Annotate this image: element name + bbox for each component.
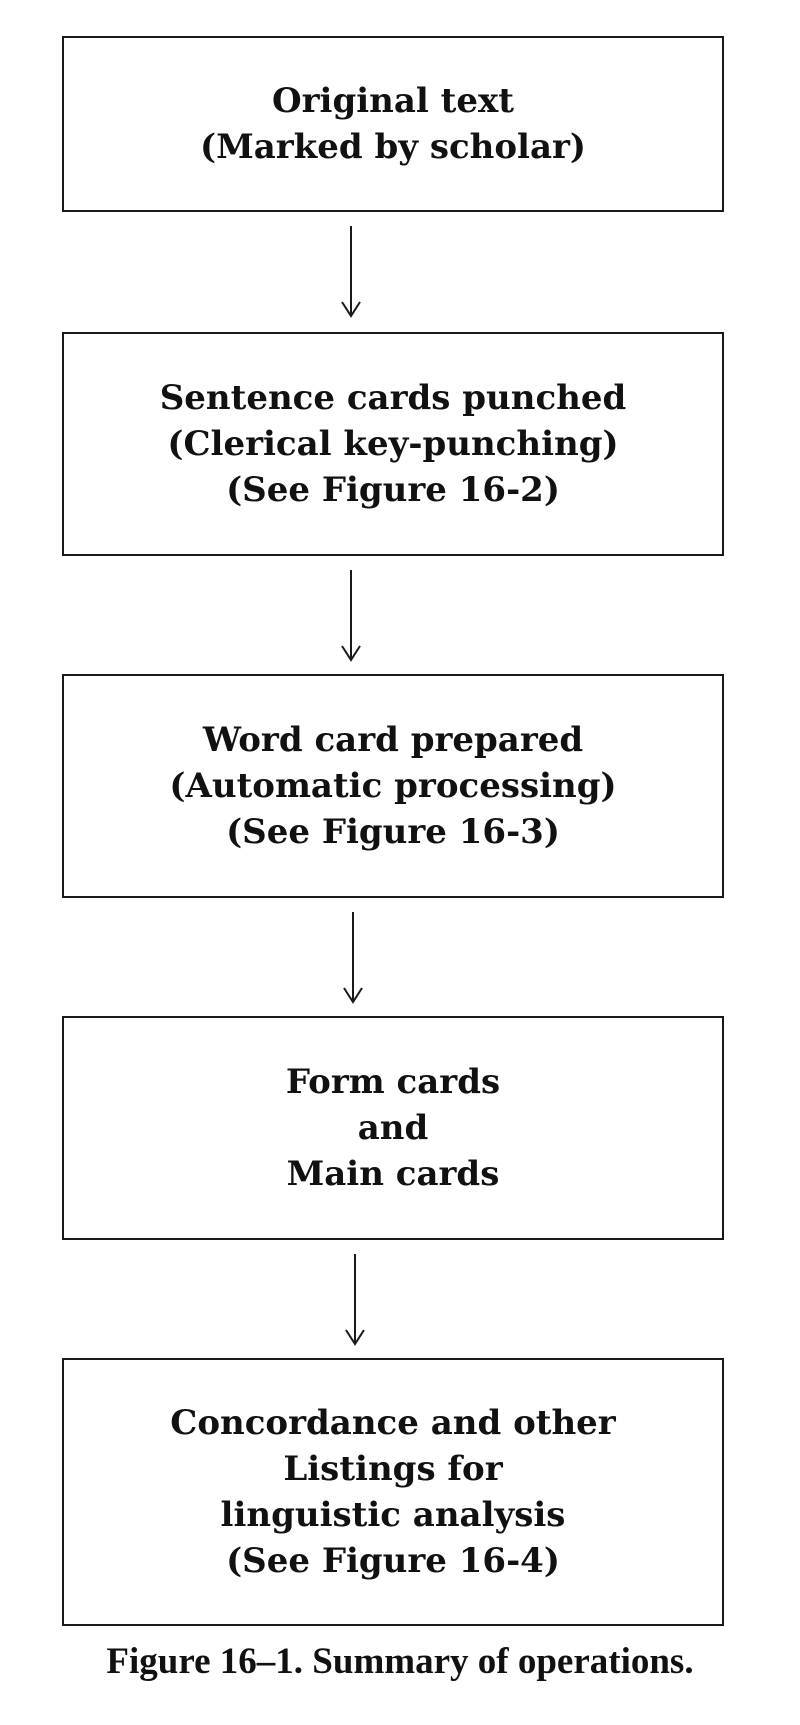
down-arrow [340, 1254, 370, 1346]
step-line: (See Figure 16-3) [226, 812, 560, 852]
step-line: Concordance and other [170, 1403, 616, 1443]
step-line: (Clerical key-punching) [167, 424, 619, 464]
step-box-concordance: Concordance and other Listings for lingu… [62, 1358, 724, 1626]
step-line: linguistic analysis [220, 1495, 566, 1535]
step-line: Original text [272, 81, 514, 121]
step-line: (See Figure 16-2) [226, 470, 560, 510]
step-line: Listings for [283, 1449, 503, 1489]
step-line: Form cards [285, 1062, 501, 1102]
step-box-sentence-cards: Sentence cards punched (Clerical key-pun… [62, 332, 724, 556]
step-line: (Automatic processing) [169, 766, 617, 806]
step-box-word-card: Word card prepared (Automatic processing… [62, 674, 724, 898]
step-line: Main cards [286, 1154, 500, 1194]
step-line: (See Figure 16-4) [226, 1541, 560, 1581]
step-line: Word card prepared [202, 720, 584, 760]
step-line: Sentence cards punched [159, 378, 627, 418]
down-arrow [336, 226, 366, 318]
step-line: (Marked by scholar) [199, 127, 587, 167]
step-box-form-main-cards: Form cards and Main cards [62, 1016, 724, 1240]
down-arrow [338, 912, 368, 1004]
down-arrow [336, 570, 366, 662]
step-box-original-text: Original text (Marked by scholar) [62, 36, 724, 212]
figure-caption: Figure 16–1. Summary of operations. [106, 1641, 694, 1682]
step-line: and [357, 1108, 429, 1148]
